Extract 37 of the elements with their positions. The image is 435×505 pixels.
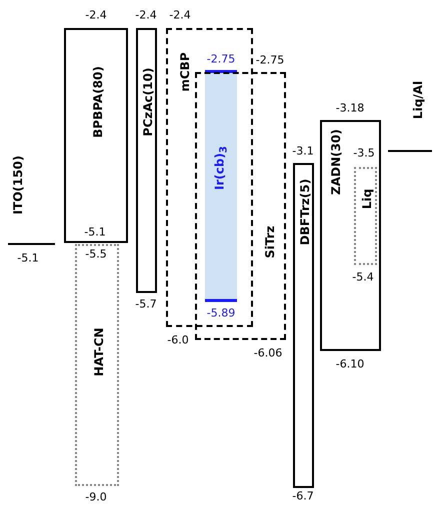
energy-value: -6.06 — [254, 346, 282, 360]
layer-box — [136, 28, 157, 293]
layer-label: ITO(150) — [11, 156, 25, 214]
energy-value: -5.89 — [206, 306, 236, 320]
layer-box — [354, 167, 377, 265]
energy-value: -2.4 — [85, 8, 107, 22]
energy-value: -5.4 — [352, 270, 374, 284]
energy-value: -6.7 — [292, 490, 314, 502]
layer-label: PCzAc(10) — [141, 68, 155, 136]
layer-box — [75, 244, 119, 486]
energy-value: -3.18 — [336, 102, 364, 114]
layer-label: DBFTrz(5) — [298, 178, 312, 246]
layer-box — [293, 163, 314, 488]
layer-label: BPBPA(80) — [91, 66, 105, 138]
layer-box — [195, 72, 286, 340]
energy-value: -3.1 — [292, 144, 314, 158]
energy-value: -2.75 — [206, 52, 236, 66]
energy-value: -3.5 — [353, 146, 375, 160]
energy-value: -5.7 — [135, 298, 157, 310]
layer-label: ZADN(30) — [329, 129, 343, 195]
energy-value: -2.4 — [169, 8, 191, 22]
layer-label: Liq — [360, 188, 374, 210]
layer-box — [205, 70, 237, 302]
energy-value: -5.5 — [85, 248, 107, 260]
energy-value: -6.10 — [336, 358, 364, 370]
layer-label: Liq/Al — [411, 80, 425, 120]
energy-value: -2.75 — [256, 54, 284, 66]
energy-value: -5.1 — [17, 252, 39, 264]
layer-label: HAT-CN — [92, 328, 106, 376]
layer-label: mCBP — [178, 52, 192, 92]
energy-value: -6.0 — [167, 334, 189, 346]
energy-value: -5.1 — [84, 226, 106, 238]
energy-value: -2.4 — [135, 8, 157, 22]
layer-box — [320, 120, 381, 351]
layer-label: SiTrz — [263, 226, 277, 258]
layer-box — [64, 28, 128, 243]
energy-value: -9.0 — [85, 490, 107, 504]
